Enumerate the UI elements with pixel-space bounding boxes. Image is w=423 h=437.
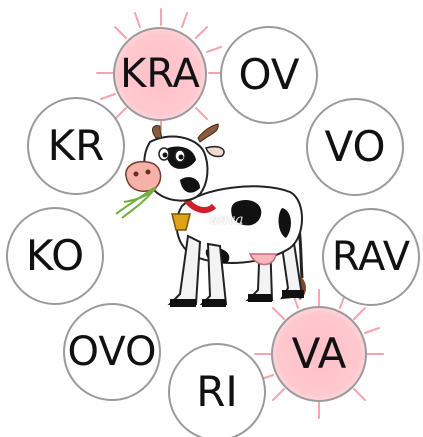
syllable-bubble-kra[interactable]: KRA xyxy=(113,27,207,121)
syllable-bubble-va[interactable]: VA xyxy=(271,306,367,402)
syllable-bubble-kr[interactable]: KR xyxy=(27,97,125,195)
syllable-bubble-vo[interactable]: VO xyxy=(306,98,404,196)
cow-icon xyxy=(115,123,306,307)
syllable-bubble-ovo[interactable]: OVO xyxy=(63,303,161,401)
syllable-label: VO xyxy=(324,122,386,171)
syllable-label: OVO xyxy=(67,329,157,375)
syllable-label: KO xyxy=(25,231,85,280)
syllable-bubble-rav[interactable]: RAV xyxy=(322,208,420,306)
syllable-label: VA xyxy=(291,329,347,378)
syllable-label: RI xyxy=(196,367,238,416)
syllable-bubble-ri[interactable]: RI xyxy=(168,343,266,437)
syllable-label: KRA xyxy=(120,51,200,97)
syllable-bubble-ko[interactable]: KO xyxy=(6,207,104,305)
syllable-label: RAV xyxy=(331,234,411,280)
syllable-label: OV xyxy=(238,50,300,99)
syllable-label: KR xyxy=(47,121,105,170)
syllable-bubble-ov[interactable]: OV xyxy=(220,26,318,124)
